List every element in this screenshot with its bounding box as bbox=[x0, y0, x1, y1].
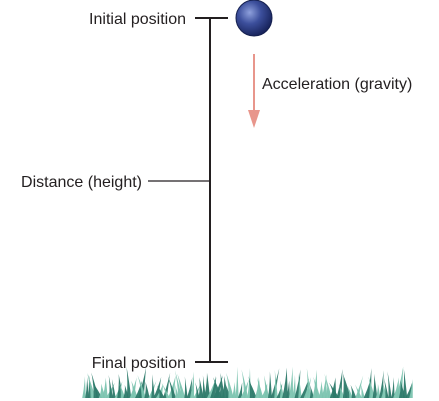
gravity-arrow-icon bbox=[248, 54, 260, 128]
grass-blade bbox=[306, 368, 311, 398]
grass-blade bbox=[203, 372, 211, 398]
grass-blade bbox=[153, 376, 162, 398]
grass-blade bbox=[167, 376, 177, 398]
grass-blade bbox=[324, 373, 332, 398]
grass-blade bbox=[221, 375, 229, 398]
grass-blade bbox=[248, 379, 257, 398]
grass-blade bbox=[87, 372, 96, 398]
grass-blade bbox=[292, 374, 296, 398]
grass-blade bbox=[210, 376, 216, 398]
grass-blade bbox=[279, 380, 285, 398]
grass-blade bbox=[343, 374, 351, 398]
grass-blade bbox=[85, 377, 89, 398]
grass-blade bbox=[202, 375, 206, 398]
initial-position-label: Initial position bbox=[89, 11, 186, 28]
grass-blade bbox=[92, 382, 103, 398]
grass-blade bbox=[247, 368, 251, 398]
grass-blade bbox=[151, 374, 155, 398]
grass-blade bbox=[189, 371, 195, 398]
grass-blade bbox=[174, 384, 179, 398]
grass-blade bbox=[329, 382, 339, 398]
grass-blade bbox=[347, 385, 353, 398]
distance-height-label: Distance (height) bbox=[21, 174, 142, 191]
grass-blade bbox=[108, 375, 113, 398]
grass-blade bbox=[198, 377, 204, 398]
grass-blade bbox=[402, 368, 408, 398]
grass-blade bbox=[288, 366, 294, 398]
grass-blade bbox=[372, 373, 378, 398]
grass-blade bbox=[131, 380, 138, 398]
grass-blade bbox=[157, 385, 165, 398]
grass-blade bbox=[126, 366, 132, 398]
grass-blade bbox=[186, 376, 193, 398]
grass-blade bbox=[226, 372, 234, 398]
grass-blade bbox=[409, 379, 413, 398]
grass-blade bbox=[235, 366, 239, 398]
grass-blade bbox=[82, 376, 86, 398]
grass-blade bbox=[111, 378, 116, 398]
grass-blade bbox=[238, 382, 243, 398]
grass-blade bbox=[321, 374, 327, 398]
grass-blade bbox=[102, 377, 108, 398]
grass-blade bbox=[177, 373, 186, 398]
grass-blade bbox=[350, 384, 357, 398]
grass-blade bbox=[381, 383, 387, 398]
grass-blade bbox=[257, 377, 264, 398]
height-measure-line bbox=[148, 17, 228, 363]
grass-blade bbox=[161, 382, 170, 398]
grass-blade bbox=[313, 376, 321, 398]
final-position-label: Final position bbox=[92, 355, 186, 372]
grass-blade bbox=[231, 381, 237, 398]
grass-blade bbox=[195, 382, 200, 398]
acceleration-gravity-label: Acceleration (gravity) bbox=[262, 76, 412, 93]
grass-blade bbox=[368, 376, 375, 398]
grass-blade bbox=[213, 377, 223, 398]
grass-ground bbox=[82, 366, 413, 398]
grass-blade bbox=[355, 384, 362, 398]
ball bbox=[235, 0, 273, 37]
grass-blade bbox=[300, 378, 309, 398]
grass-blade bbox=[174, 370, 182, 398]
grass-blade bbox=[263, 375, 270, 398]
grass-blade bbox=[391, 377, 395, 398]
grass-blade bbox=[138, 367, 147, 398]
grass-blade bbox=[274, 369, 278, 398]
grass-blade bbox=[286, 380, 290, 398]
grass-blade bbox=[393, 377, 399, 398]
grass-blade bbox=[241, 369, 249, 398]
grass-blade bbox=[144, 381, 150, 398]
grass-blade bbox=[184, 376, 188, 398]
grass-blade bbox=[309, 384, 315, 398]
grass-blade bbox=[360, 383, 365, 398]
grass-blade bbox=[298, 373, 302, 398]
grass-blade bbox=[119, 383, 126, 398]
grass-blade bbox=[137, 374, 147, 398]
grass-blade bbox=[379, 370, 384, 398]
grass-blade bbox=[318, 381, 324, 398]
grass-blade bbox=[387, 371, 392, 398]
grass-blade bbox=[383, 378, 389, 398]
grass-blade bbox=[282, 367, 288, 398]
grass-blade bbox=[375, 383, 381, 398]
grass-blade bbox=[268, 371, 272, 398]
